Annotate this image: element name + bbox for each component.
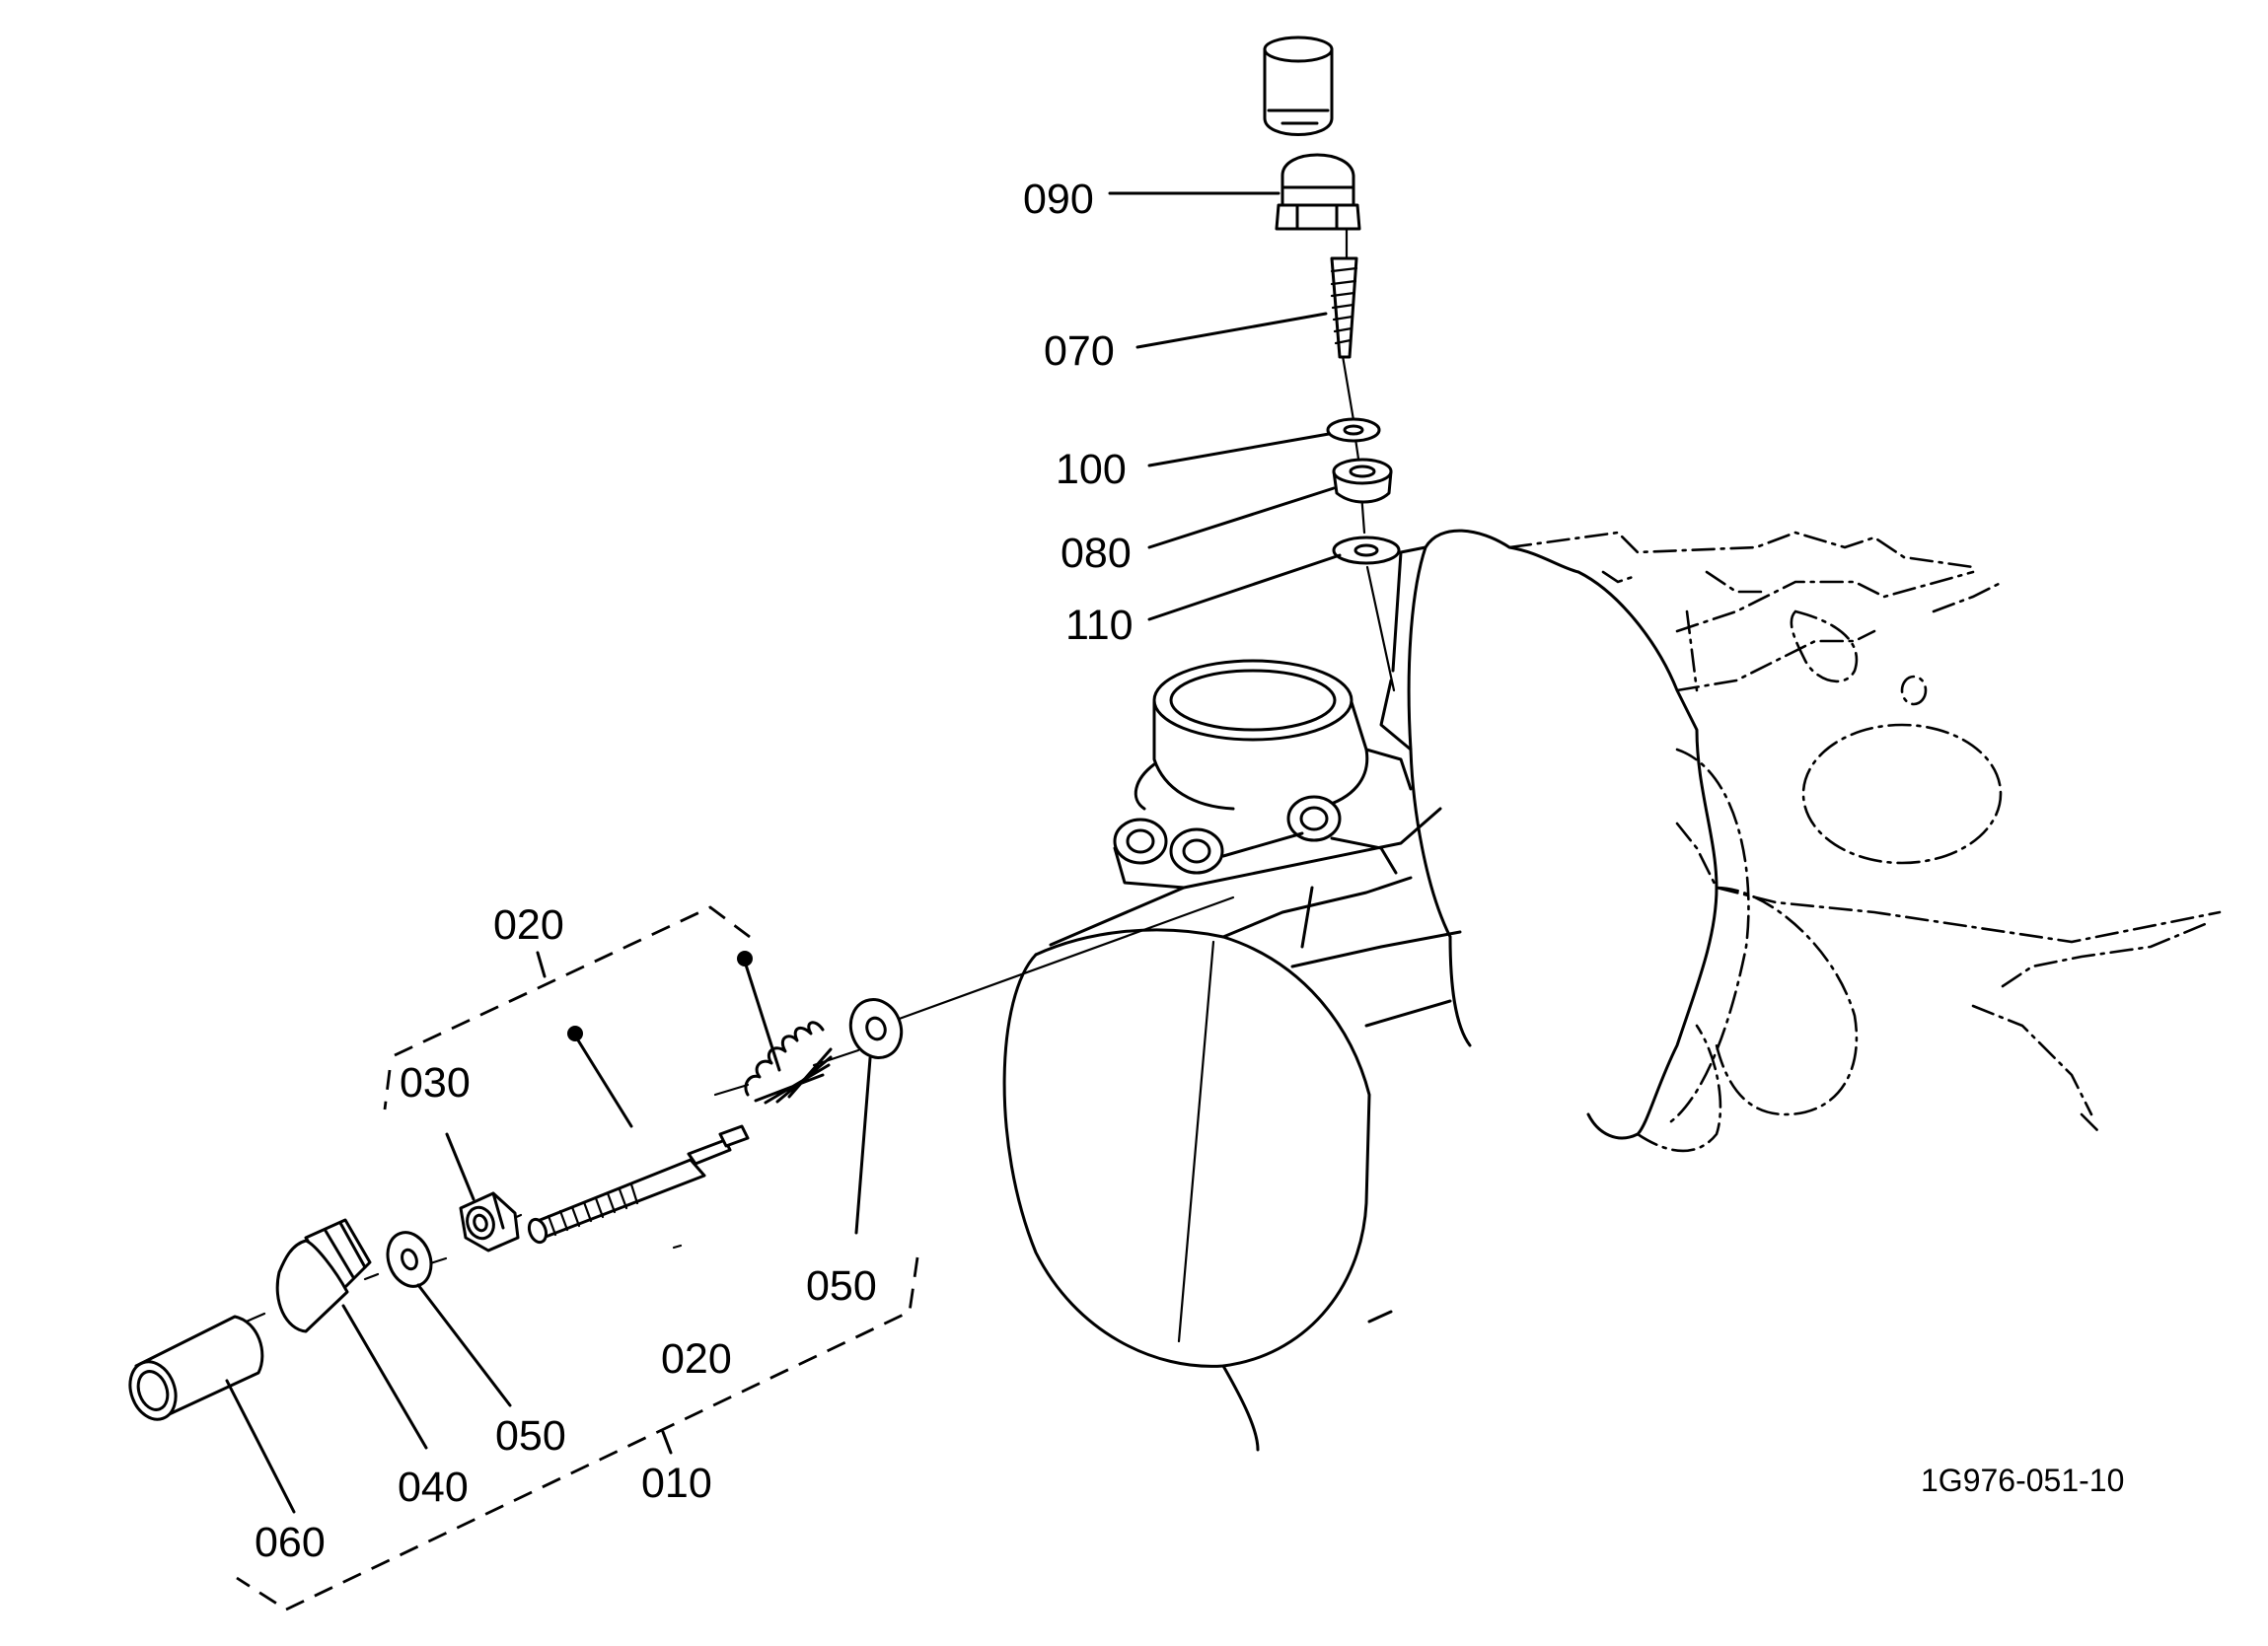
callout-090: 090 xyxy=(1023,176,1094,223)
callout-060: 060 xyxy=(255,1519,326,1566)
cap-nut-040 xyxy=(275,1218,372,1333)
figure-code: 1G976-051-10 xyxy=(1921,1463,2124,1498)
washer-050-left xyxy=(386,1231,433,1288)
callout-100: 100 xyxy=(1056,446,1127,493)
transmission-housing xyxy=(1002,529,2222,1452)
plunger-shaft xyxy=(527,1124,750,1245)
adjusting-screw-070 xyxy=(1330,256,1358,359)
upper-valve-assembly xyxy=(1263,36,1401,692)
marker-dot-spring xyxy=(737,951,753,966)
callout-070: 070 xyxy=(1044,327,1115,375)
callout-020-top: 020 xyxy=(493,901,564,949)
callout-040: 040 xyxy=(398,1464,469,1511)
washer-050-right xyxy=(848,998,904,1059)
cap-nut-090 xyxy=(1275,153,1361,231)
cap-060 xyxy=(128,1315,264,1421)
callout-050-left: 050 xyxy=(495,1412,566,1460)
callout-080: 080 xyxy=(1061,530,1132,577)
marker-dot-shaft xyxy=(567,1026,583,1041)
callout-010: 010 xyxy=(641,1460,712,1507)
nut-080 xyxy=(1332,458,1393,504)
leader-lines xyxy=(225,191,1342,1514)
washer-100 xyxy=(1326,417,1381,443)
callout-labels: 090 070 100 080 110 020 030 050 020 050 … xyxy=(255,176,1134,1566)
callout-020-bottom: 020 xyxy=(661,1335,732,1383)
lower-valve-assembly xyxy=(128,895,1235,1421)
assembly-010-boundary xyxy=(236,905,919,1611)
callout-030: 030 xyxy=(400,1059,471,1107)
callout-050-right: 050 xyxy=(806,1262,877,1310)
washer-110 xyxy=(1332,536,1401,565)
spring xyxy=(744,1021,833,1105)
callout-110: 110 xyxy=(1065,602,1134,649)
cap-top xyxy=(1263,47,1334,136)
lock-nut-030 xyxy=(459,1191,520,1252)
